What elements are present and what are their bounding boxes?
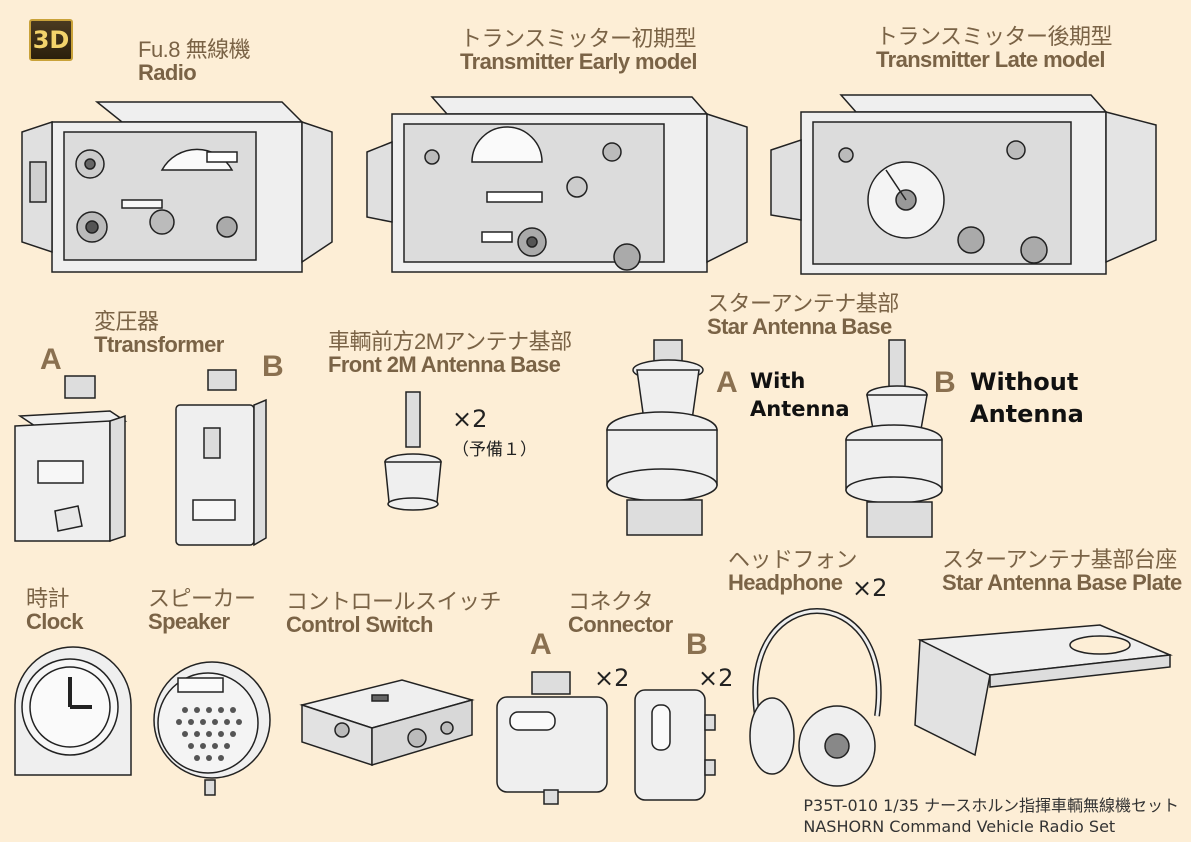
- star-antenna-base-b-illustration: [845, 339, 943, 538]
- label-transformer: 変圧器 Ttransformer: [94, 310, 224, 356]
- label-front-antenna-jp: 車輌前方2Mアンテナ基部: [328, 329, 572, 354]
- label-clock-jp: 時計: [26, 586, 70, 611]
- label-switch-jp: コントロールスイッチ: [286, 589, 502, 614]
- label-base-plate: スターアンテナ基部台座 Star Antenna Base Plate: [942, 548, 1182, 594]
- footer-product-code: P35T-010 1/35 ナースホルン指揮車輌無線機セット: [803, 796, 1179, 816]
- star-antenna-b-note: Without Antenna: [970, 366, 1084, 431]
- headphone-illustration: [749, 607, 882, 787]
- front-antenna-base-illustration: [384, 391, 442, 511]
- label-front-antenna-en: Front 2M Antenna Base: [328, 352, 561, 378]
- label-transformer-jp: 変圧器: [94, 309, 159, 334]
- label-connector-jp: コネクタ: [568, 589, 654, 614]
- label-base-plate-jp: スターアンテナ基部台座: [942, 547, 1177, 572]
- star-antenna-a-note-line1: With: [750, 369, 806, 393]
- label-tx-late-jp: トランスミッター後期型: [876, 24, 1113, 49]
- label-star-antenna-jp: スターアンテナ基部: [707, 291, 899, 316]
- label-star-antenna: スターアンテナ基部 Star Antenna Base: [707, 292, 899, 338]
- label-base-plate-en: Star Antenna Base Plate: [942, 570, 1182, 596]
- front-antenna-qty-value: ×2: [452, 405, 488, 433]
- label-speaker: スピーカー Speaker: [148, 587, 256, 633]
- label-headphone-en: Headphone: [728, 570, 843, 596]
- label-star-antenna-en: Star Antenna Base: [707, 314, 892, 340]
- label-tx-early-jp: トランスミッター初期型: [460, 26, 697, 51]
- transmitter-late-illustration: [770, 94, 1157, 275]
- transformer-variant-a: A: [40, 343, 62, 376]
- star-antenna-base-a-illustration: [606, 339, 718, 536]
- label-transformer-en: Ttransformer: [94, 332, 224, 358]
- label-radio-jp: Fu.8 無線機: [138, 37, 251, 62]
- star-antenna-variant-b: B: [934, 366, 956, 399]
- connector-b-qty: ×2: [698, 664, 734, 692]
- clock-illustration: [14, 646, 132, 776]
- label-radio-en: Radio: [138, 60, 197, 86]
- transformer-b-illustration: [175, 369, 267, 547]
- label-speaker-en: Speaker: [148, 609, 230, 635]
- star-antenna-a-note-line2: Antenna: [750, 397, 850, 422]
- star-antenna-b-note-line2: Antenna: [970, 400, 1084, 429]
- label-switch: コントロールスイッチ Control Switch: [286, 589, 502, 638]
- label-front-antenna: 車輌前方2Mアンテナ基部 Front 2M Antenna Base: [328, 330, 572, 376]
- front-antenna-spare: （予備１）: [452, 440, 537, 460]
- transformer-a-illustration: [14, 375, 128, 543]
- connector-b-illustration: [634, 689, 716, 801]
- transformer-variant-b: B: [262, 350, 284, 383]
- connector-variant-a: A: [530, 628, 552, 661]
- star-antenna-base-plate-illustration: [914, 624, 1173, 757]
- footer-product-name: NASHORN Command Vehicle Radio Set: [803, 817, 1116, 837]
- label-tx-early: トランスミッター初期型 Transmitter Early model: [460, 27, 697, 73]
- label-headphone-jp: ヘッドフォン: [728, 547, 858, 572]
- label-clock: 時計 Clock: [26, 586, 84, 635]
- star-antenna-variant-a: A: [716, 366, 738, 399]
- label-connector-en: Connector: [568, 612, 673, 638]
- label-headphone: ヘッドフォン Headphone: [728, 547, 858, 596]
- control-switch-illustration: [299, 679, 475, 767]
- connector-variant-b: B: [686, 628, 708, 661]
- label-switch-en: Control Switch: [286, 612, 433, 638]
- star-antenna-a-note: With Antenna: [750, 367, 850, 424]
- footer: P35T-010 1/35 ナースホルン指揮車輌無線機セット NASHORN C…: [803, 796, 1179, 838]
- front-antenna-qty: ×2 （予備１）: [452, 405, 537, 460]
- connector-a-illustration: [496, 671, 608, 805]
- label-tx-late: トランスミッター後期型 Transmitter Late model: [876, 24, 1113, 73]
- label-radio: Fu.8 無線機 Radio: [138, 37, 251, 86]
- 3d-badge: 3D: [29, 19, 73, 61]
- label-tx-early-en: Transmitter Early model: [460, 49, 697, 75]
- label-connector: コネクタ Connector: [568, 590, 673, 636]
- connector-a-qty: ×2: [594, 664, 630, 692]
- speaker-illustration: [153, 661, 271, 796]
- label-speaker-jp: スピーカー: [148, 586, 256, 611]
- headphone-qty: ×2: [852, 574, 888, 602]
- star-antenna-b-note-line1: Without: [970, 368, 1079, 396]
- label-tx-late-en: Transmitter Late model: [876, 47, 1105, 73]
- radio-illustration: [21, 101, 333, 273]
- label-clock-en: Clock: [26, 609, 84, 635]
- transmitter-early-illustration: [366, 96, 748, 273]
